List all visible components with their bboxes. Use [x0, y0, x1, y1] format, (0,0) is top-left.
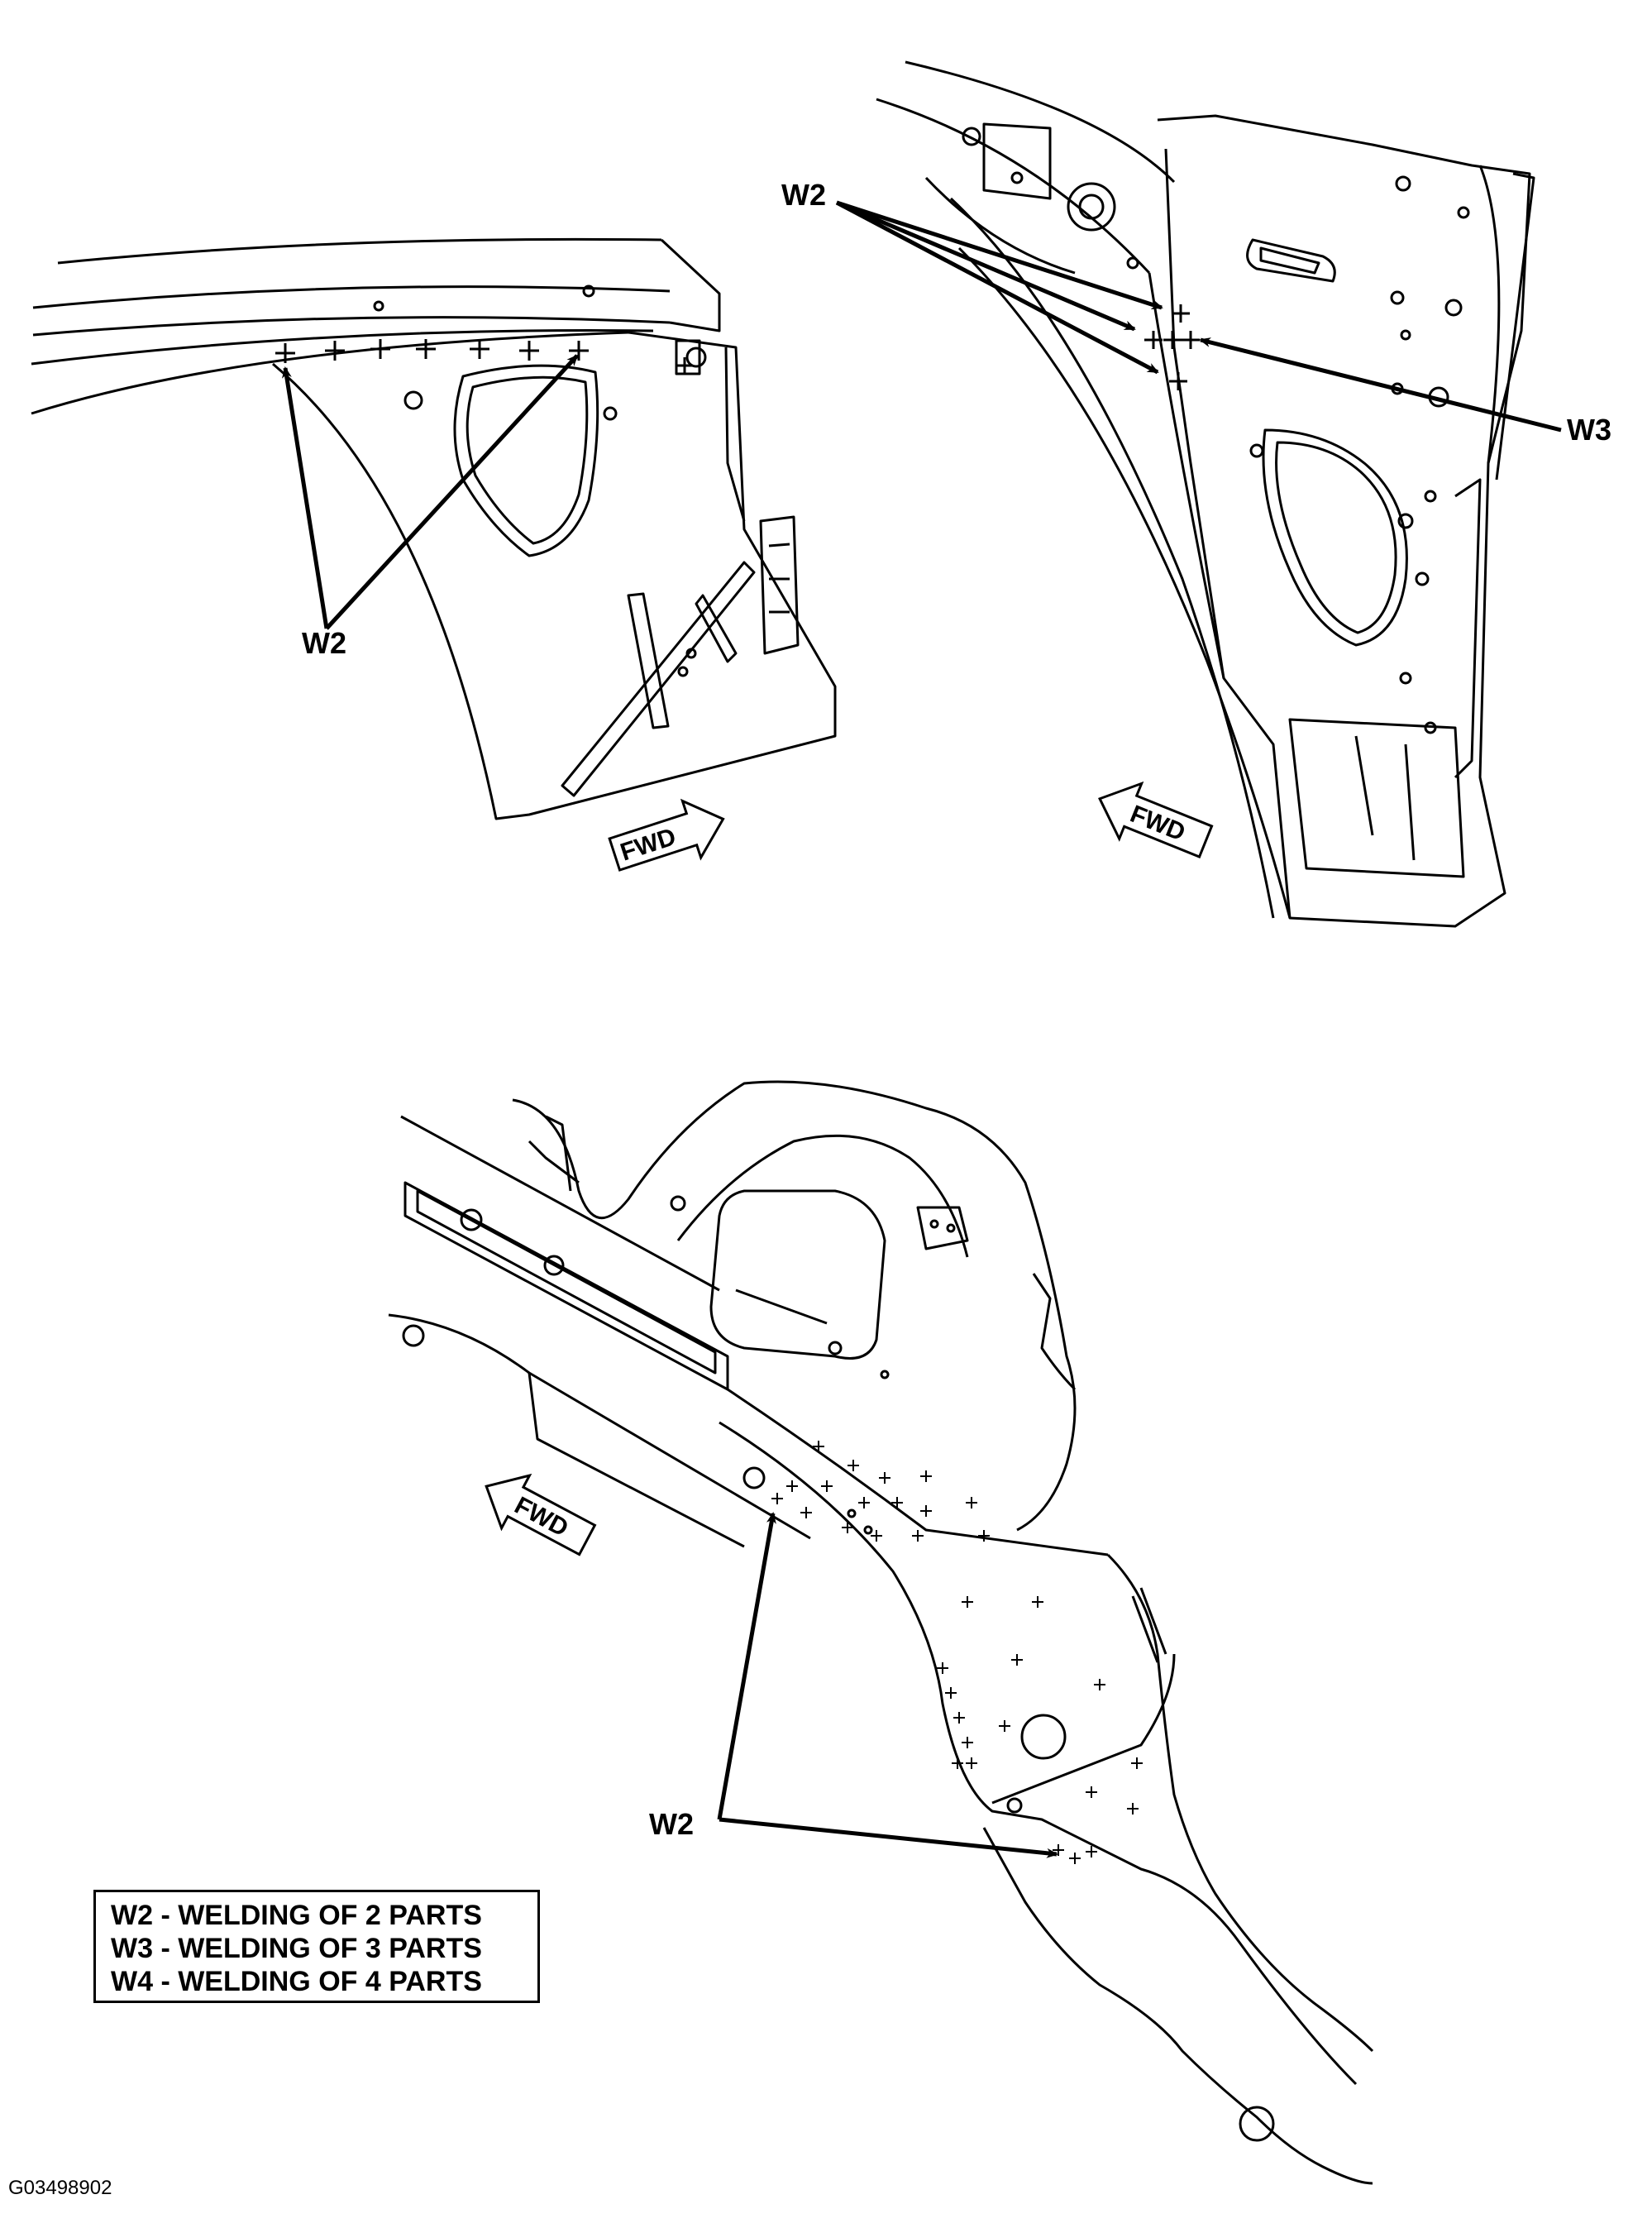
- legend-item-w3: W3 - WELDING OF 3 PARTS: [111, 1933, 482, 1964]
- weld-marks-top-left: [275, 339, 693, 374]
- fwd-arrow-bottom: FWD: [485, 1473, 597, 1556]
- figure-id: G03498902: [8, 2177, 112, 2199]
- fwd-arrow-top-right: FWD: [1098, 781, 1214, 858]
- w2-callout-bottom: W2: [649, 1807, 694, 1841]
- w3-callout: W3: [1567, 413, 1611, 447]
- top-right-view: [876, 60, 1535, 928]
- weld-legend: W2 - WELDING OF 2 PARTS W3 - WELDING OF …: [93, 1890, 540, 2003]
- panel-slot: [1246, 238, 1336, 283]
- w2-leaders-top-right: [835, 200, 1562, 433]
- weld-marks-top-right: [1144, 304, 1200, 390]
- legend-item-w4: W4 - WELDING OF 4 PARTS: [111, 1966, 482, 1997]
- bottom-view: [388, 1080, 1374, 2185]
- w2-callout-top-left: W2: [302, 626, 346, 660]
- top-left-view: [31, 237, 837, 820]
- fwd-arrow-top-left: FWD: [608, 798, 725, 872]
- panel-opening: [1262, 428, 1408, 647]
- w2-leaders-top-left: [281, 354, 579, 630]
- panel-opening: [453, 364, 599, 557]
- w2-callout-top-right: W2: [781, 178, 826, 212]
- w2-leaders-bottom: [717, 1512, 1058, 1858]
- legend-item-w2: W2 - WELDING OF 2 PARTS: [111, 1900, 482, 1931]
- weld-marks-bottom: [771, 1441, 1143, 1864]
